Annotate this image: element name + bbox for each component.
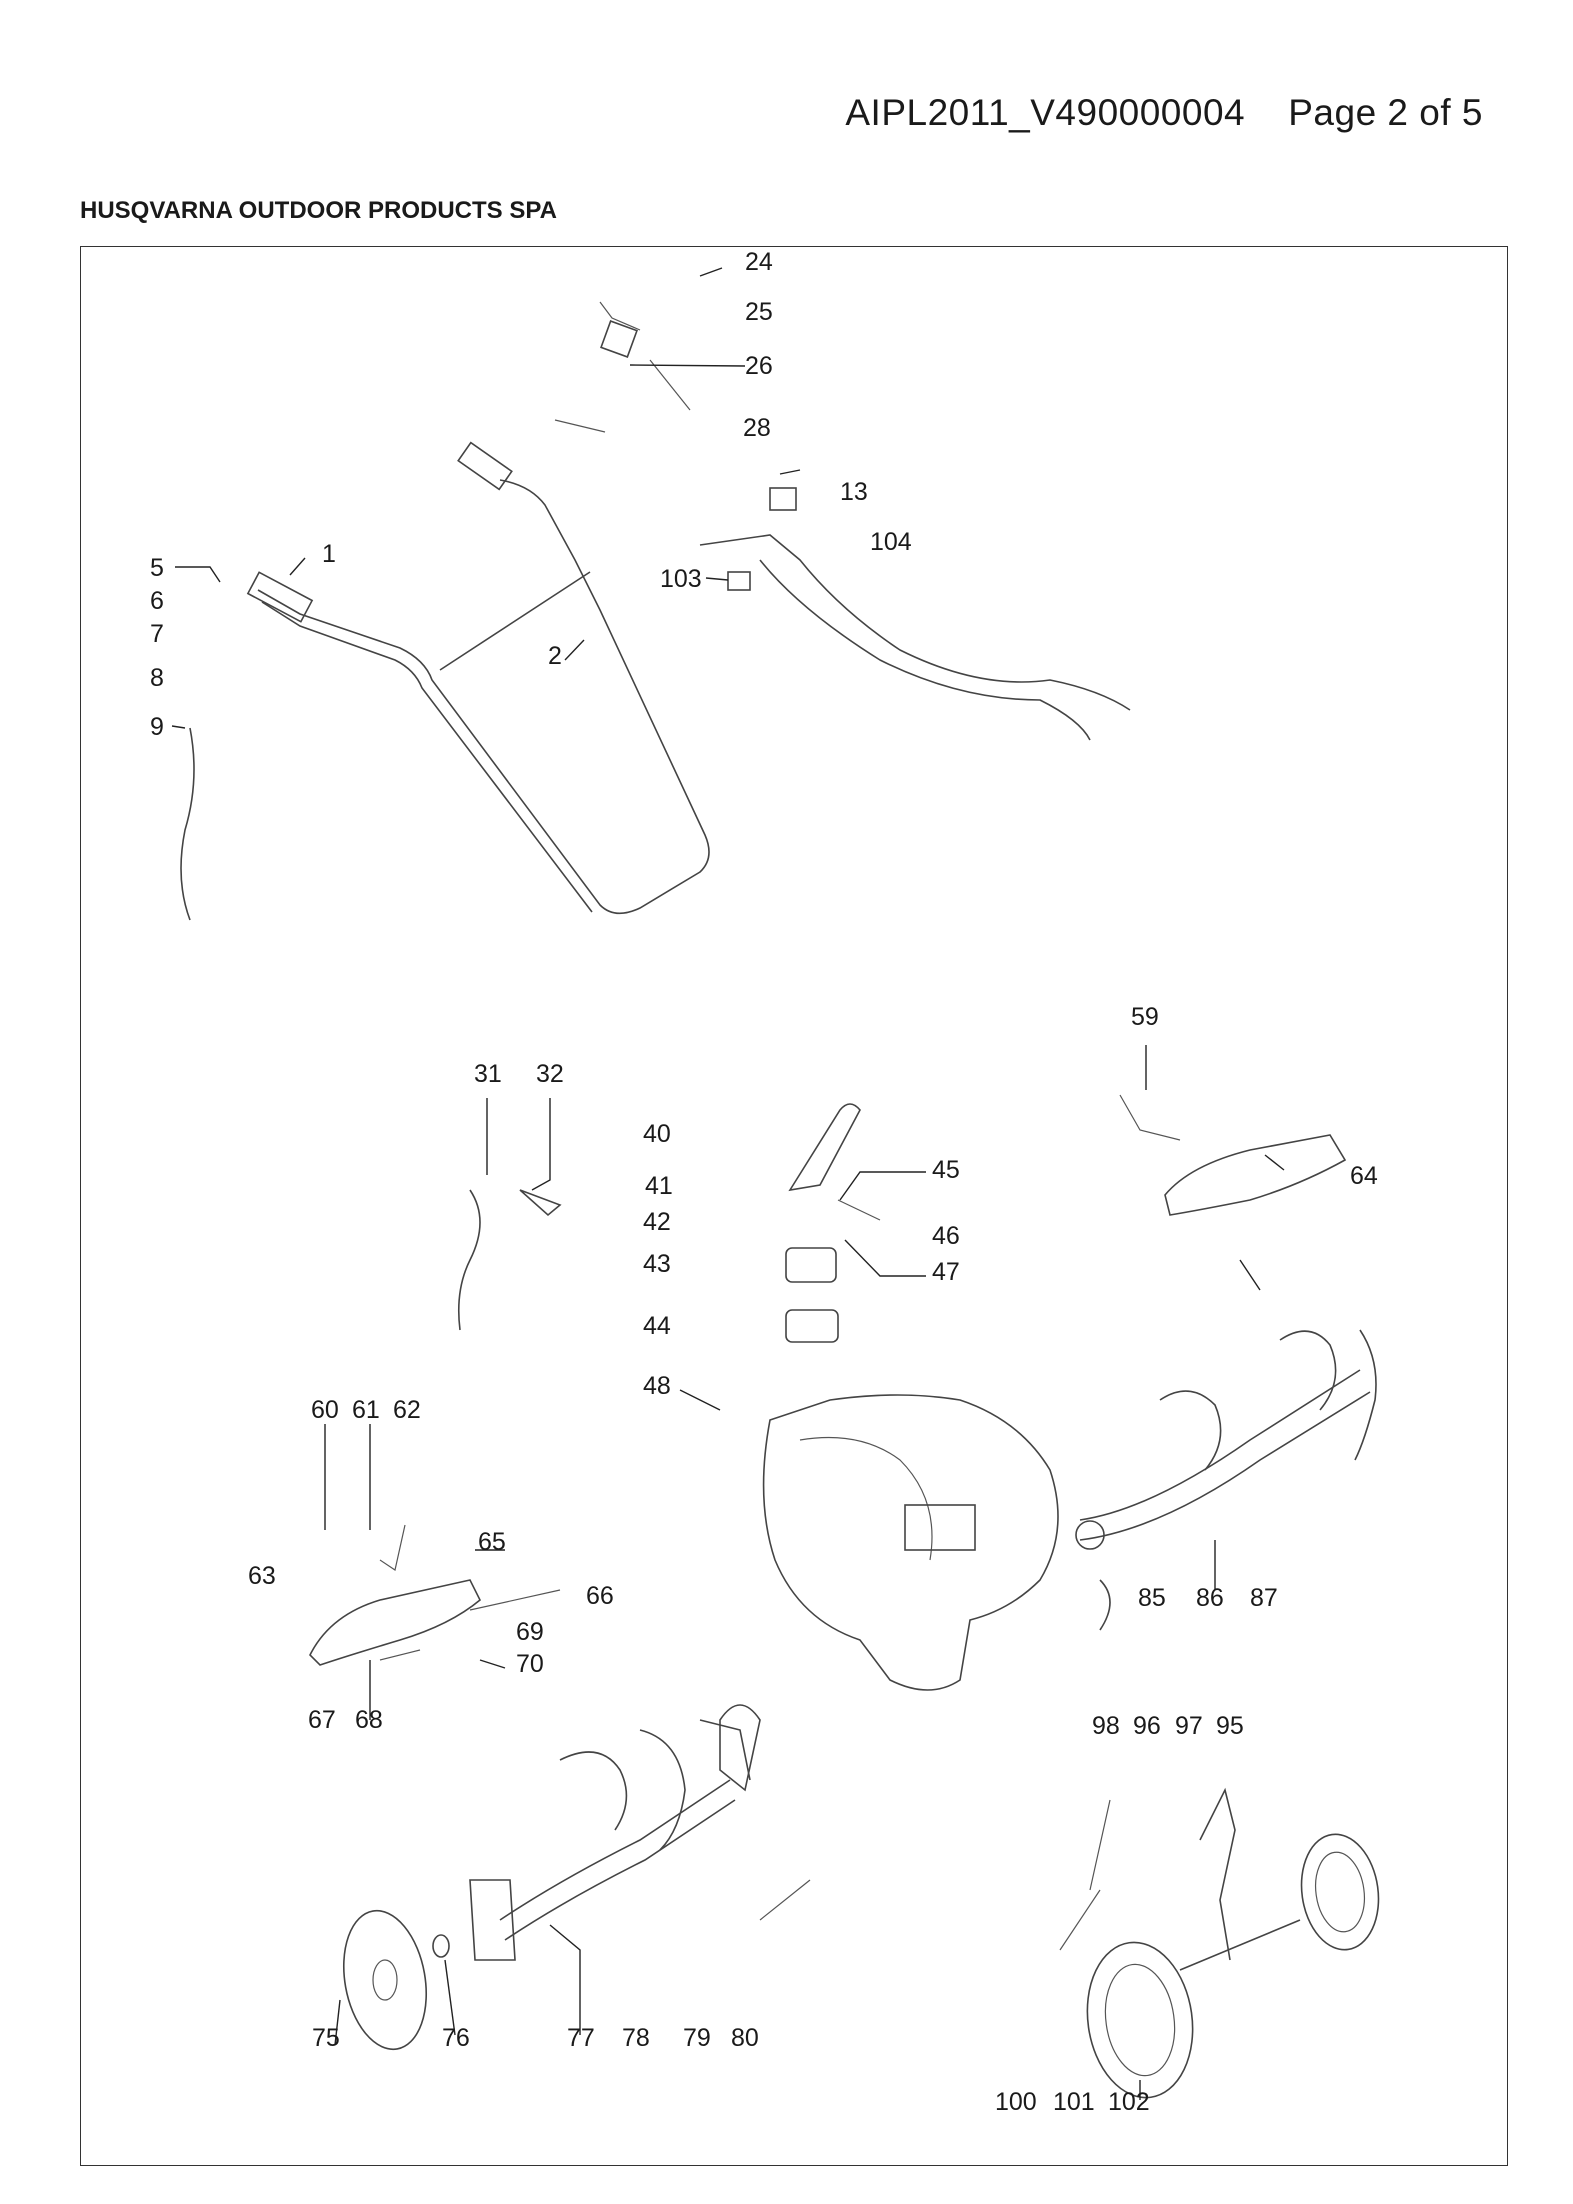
callout-85: 85 (1138, 1584, 1166, 1612)
callout-65: 65 (478, 1528, 506, 1556)
callout-7: 7 (150, 620, 164, 648)
callout-5: 5 (150, 554, 164, 582)
callout-69: 69 (516, 1618, 544, 1646)
callout-40: 40 (643, 1120, 671, 1148)
callout-64: 64 (1350, 1162, 1378, 1190)
diagram-frame (80, 246, 1508, 2166)
callout-48: 48 (643, 1372, 671, 1400)
callout-25: 25 (745, 298, 773, 326)
callout-97: 97 (1175, 1712, 1203, 1740)
callout-9: 9 (150, 713, 164, 741)
doc-code: AIPL2011_V490000004 (845, 92, 1246, 133)
callout-46: 46 (932, 1222, 960, 1250)
handlebar-part (246, 441, 710, 915)
callout-41: 41 (645, 1172, 673, 1200)
callout-63: 63 (248, 1562, 276, 1590)
shield-right-part (1119, 1094, 1347, 1216)
company-name: HUSQVARNA OUTDOOR PRODUCTS SPA (80, 197, 557, 224)
callout-60: 60 (311, 1396, 339, 1424)
callout-43: 43 (643, 1250, 671, 1278)
page-indicator: Page 2 of 5 (1288, 92, 1483, 133)
callout-66: 66 (586, 1582, 614, 1610)
callout-101: 101 (1053, 2088, 1095, 2116)
callout-2: 2 (548, 642, 562, 670)
callout-80: 80 (731, 2024, 759, 2052)
callout-86: 86 (1196, 1584, 1224, 1612)
callout-98: 98 (1092, 1712, 1120, 1740)
callout-76: 76 (442, 2024, 470, 2052)
callout-78: 78 (622, 2024, 650, 2052)
callout-31: 31 (474, 1060, 502, 1088)
callout-42: 42 (643, 1208, 671, 1236)
callout-1: 1 (322, 540, 336, 568)
callout-44: 44 (643, 1312, 671, 1340)
callout-32: 32 (536, 1060, 564, 1088)
callout-6: 6 (150, 587, 164, 615)
callout-45: 45 (932, 1156, 960, 1184)
left-tine-assembly-part (469, 1704, 811, 1961)
callout-104: 104 (870, 528, 912, 556)
shield-left-part (309, 1524, 561, 1666)
clutch-lever-part (785, 1103, 881, 1343)
callout-70: 70 (516, 1650, 544, 1678)
callout-28: 28 (743, 414, 771, 442)
callout-47: 47 (932, 1258, 960, 1286)
callout-67: 67 (308, 1706, 336, 1734)
callout-68: 68 (355, 1706, 383, 1734)
callout-13: 13 (840, 478, 868, 506)
callout-8: 8 (150, 664, 164, 692)
control-lever-part (554, 301, 1131, 741)
callout-102: 102 (1108, 2088, 1150, 2116)
callout-59: 59 (1131, 1003, 1159, 1031)
callout-77: 77 (567, 2024, 595, 2052)
callout-95: 95 (1216, 1712, 1244, 1740)
throttle-cable-part (180, 727, 195, 921)
gearbox-housing-part (762, 1394, 1059, 1691)
callout-103: 103 (660, 565, 702, 593)
callout-leader-lines (171, 267, 1285, 2100)
callout-61: 61 (352, 1396, 380, 1424)
callout-75: 75 (312, 2024, 340, 2052)
document-id: AIPL2011_V490000004 Page 2 of 5 (845, 92, 1483, 134)
callout-79: 79 (683, 2024, 711, 2052)
callout-100: 100 (995, 2088, 1037, 2116)
callout-62: 62 (393, 1396, 421, 1424)
callout-87: 87 (1250, 1584, 1278, 1612)
callout-26: 26 (745, 352, 773, 380)
tine-hub-disc-part (342, 1909, 450, 2051)
callout-96: 96 (1133, 1712, 1161, 1740)
depth-bar-part (457, 1189, 562, 1331)
right-tine-assembly-part (1075, 1329, 1377, 1631)
callout-24: 24 (745, 248, 773, 276)
wheel-assembly-part (1059, 1787, 1380, 2099)
